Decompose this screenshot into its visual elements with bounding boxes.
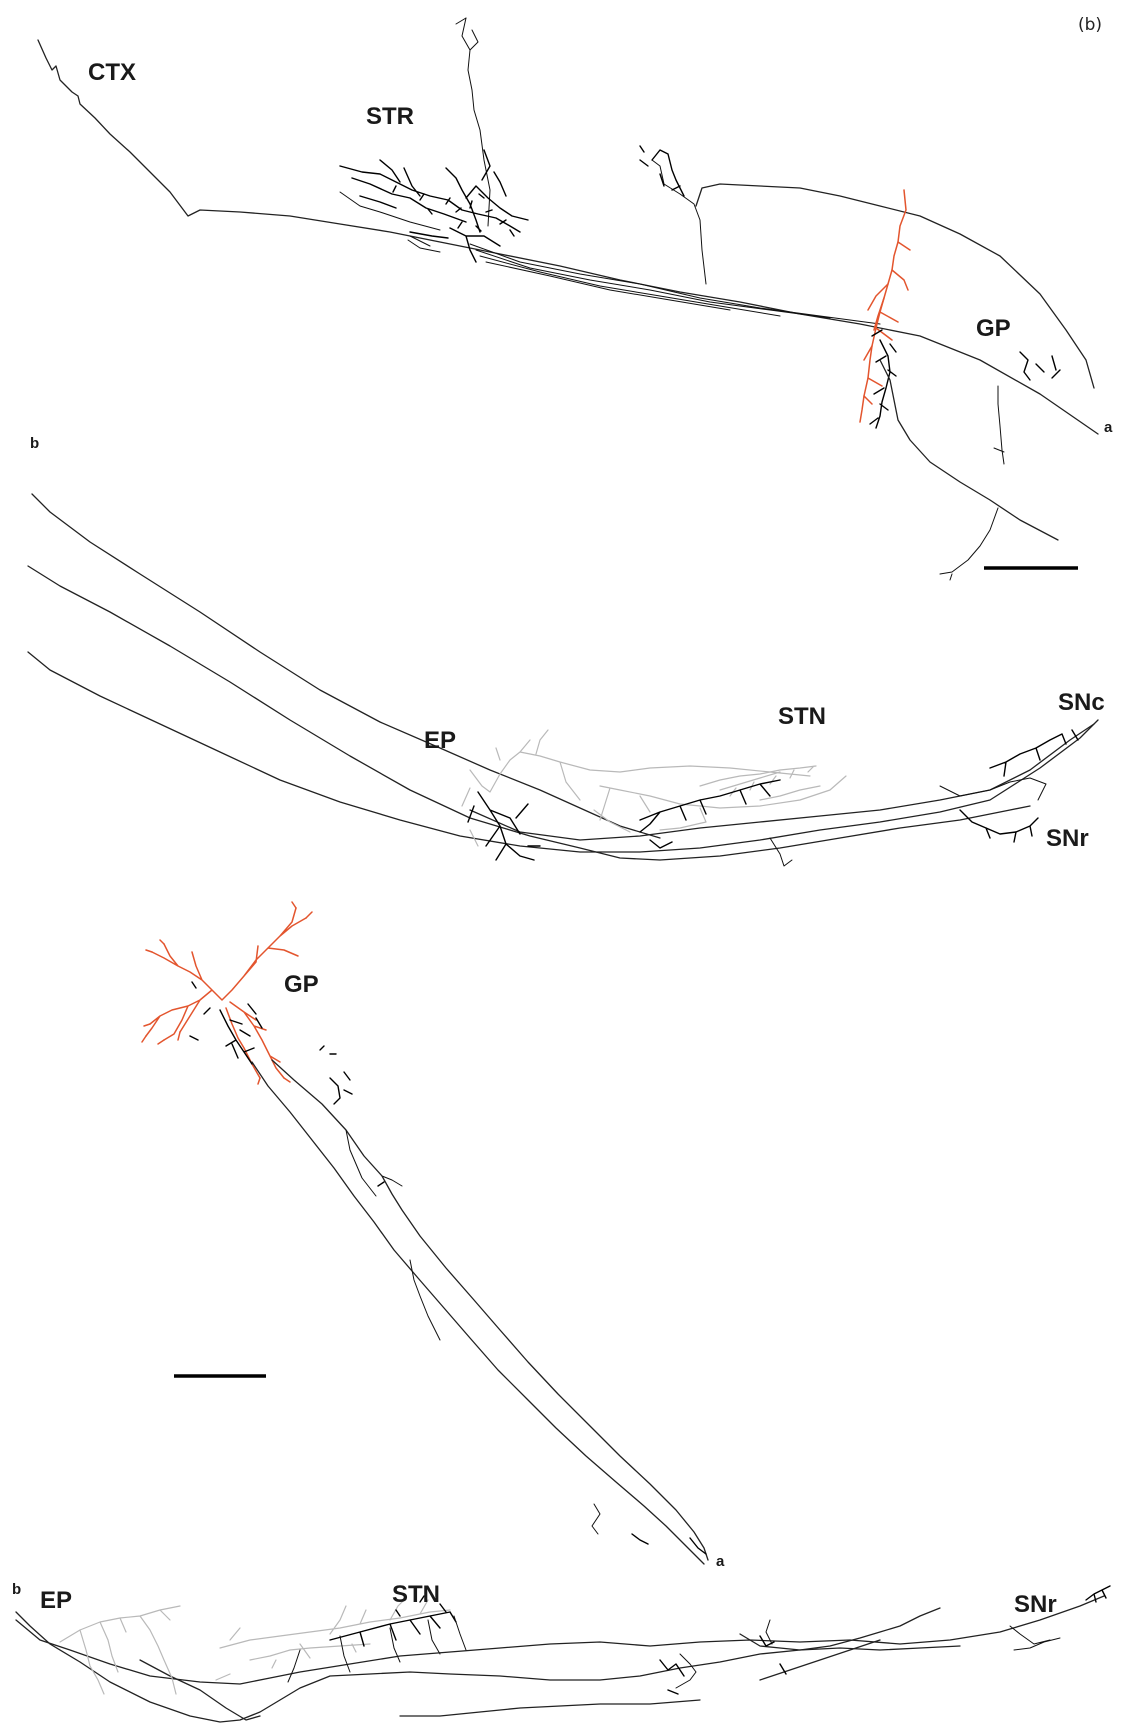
label-stn-bottom: STN <box>392 1581 440 1608</box>
bottom-strip-axon-main <box>16 1612 960 1722</box>
snr-black-arbor <box>960 810 1038 842</box>
snc-black-arbor <box>990 730 1078 776</box>
str-arbor-ticks <box>393 186 514 236</box>
long-axon-2 <box>28 566 1030 860</box>
gp-descending-axon <box>880 360 1058 540</box>
gp-black-arbor <box>870 330 896 428</box>
top-tracing: CTX STR GP a b EP STN SNc SNr <box>28 18 1113 866</box>
bottom-descending-axon-2 <box>272 1060 708 1560</box>
long-axon-1 <box>32 494 660 838</box>
str-arbor <box>340 150 528 262</box>
str-axon-bundle-4 <box>486 262 730 310</box>
label-snc-top: SNc <box>1058 689 1105 716</box>
ep-stn-gray-arbor <box>462 730 846 846</box>
snr-side-branches <box>676 1620 1060 1688</box>
str-ascending-axon <box>462 18 490 226</box>
upper-small-arbor <box>640 146 684 196</box>
middle-small-arbors-bottom <box>660 1636 786 1694</box>
label-gp-bottom: GP <box>284 971 319 998</box>
gp-small-arbor-right <box>320 1046 352 1104</box>
label-continuation-b-top: b <box>30 435 39 452</box>
label-ctx: CTX <box>88 59 136 86</box>
bottom-strip-axon-2 <box>16 1596 1104 1684</box>
label-stn-top: STN <box>778 703 826 730</box>
bottom-tracing: GP a b EP STN SNr <box>12 902 1110 1722</box>
ctx-main-axon <box>38 40 1098 434</box>
label-snr-top: SNr <box>1046 825 1089 852</box>
bottom-descending-axon-1 <box>252 1062 704 1564</box>
label-gp-top: GP <box>976 315 1011 342</box>
stn-black-arbor <box>640 780 780 848</box>
bottom-descending-axon-branch <box>346 1130 600 1534</box>
snr-black-arbor-bottom <box>1086 1586 1110 1602</box>
str-axon-bundle-1 <box>470 244 880 324</box>
label-continuation-a-top: a <box>1104 419 1113 436</box>
panel-label: (b) <box>1078 15 1102 35</box>
collateral-upper-arbor <box>652 160 706 284</box>
gp-dendrite-upper <box>860 190 906 422</box>
gp-dorsal-axon <box>696 184 1094 388</box>
label-snr-bottom: SNr <box>1014 1591 1057 1618</box>
label-ep-bottom: EP <box>40 1587 72 1614</box>
gp-lateral-arbor <box>1020 352 1060 380</box>
sn-ventral-branch <box>770 838 792 866</box>
long-axon-4 <box>470 724 1094 840</box>
bottom-strip-axon-3 <box>140 1608 940 1720</box>
label-continuation-a-bottom: a <box>716 1553 725 1570</box>
gp-soma-dendrites <box>146 908 306 1078</box>
gp-ventral-branch <box>994 386 1004 464</box>
stn-bottom-descenders <box>288 1616 466 1682</box>
axon-terminal-a <box>378 1182 706 1554</box>
long-axon-3 <box>28 652 1098 852</box>
str-axon-bundle-3 <box>480 256 780 316</box>
ep-gray-arbor-bottom <box>60 1606 180 1694</box>
label-ep-top: EP <box>424 727 456 754</box>
label-str-top: STR <box>366 103 414 130</box>
ep-black-arbor <box>468 792 540 860</box>
label-continuation-b-bottom: b <box>12 1581 21 1598</box>
str-side-branch <box>340 192 440 252</box>
